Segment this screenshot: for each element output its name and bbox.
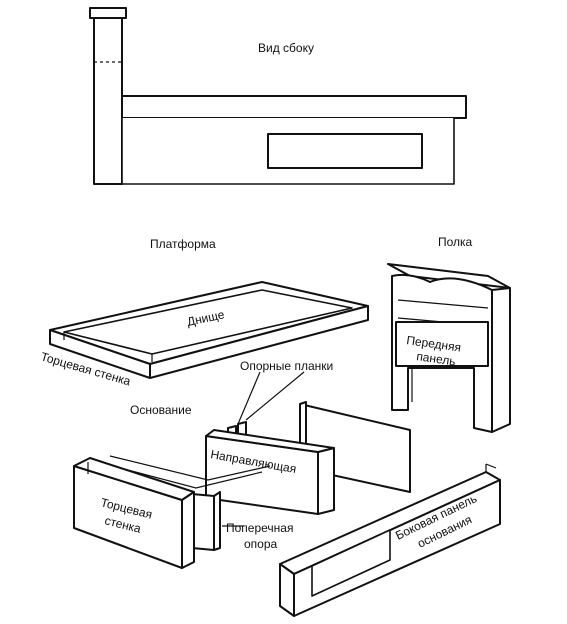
base-drawing [73, 371, 501, 617]
cross-support-label-2: опора [244, 537, 278, 551]
support-strips-label: Опорные планки [240, 359, 333, 373]
shelf-drawing [387, 263, 511, 433]
platform-drawing [49, 281, 369, 379]
platform-label: Платформа [150, 237, 216, 251]
front-panel-label-2: панель [416, 349, 457, 368]
cross-support-label-1: Поперечная [226, 521, 293, 535]
side-view-drawing [89, 7, 467, 185]
shelf-label: Полка [438, 235, 473, 249]
base-label: Основание [130, 403, 192, 417]
side-view-label: Вид сбоку [258, 41, 314, 55]
